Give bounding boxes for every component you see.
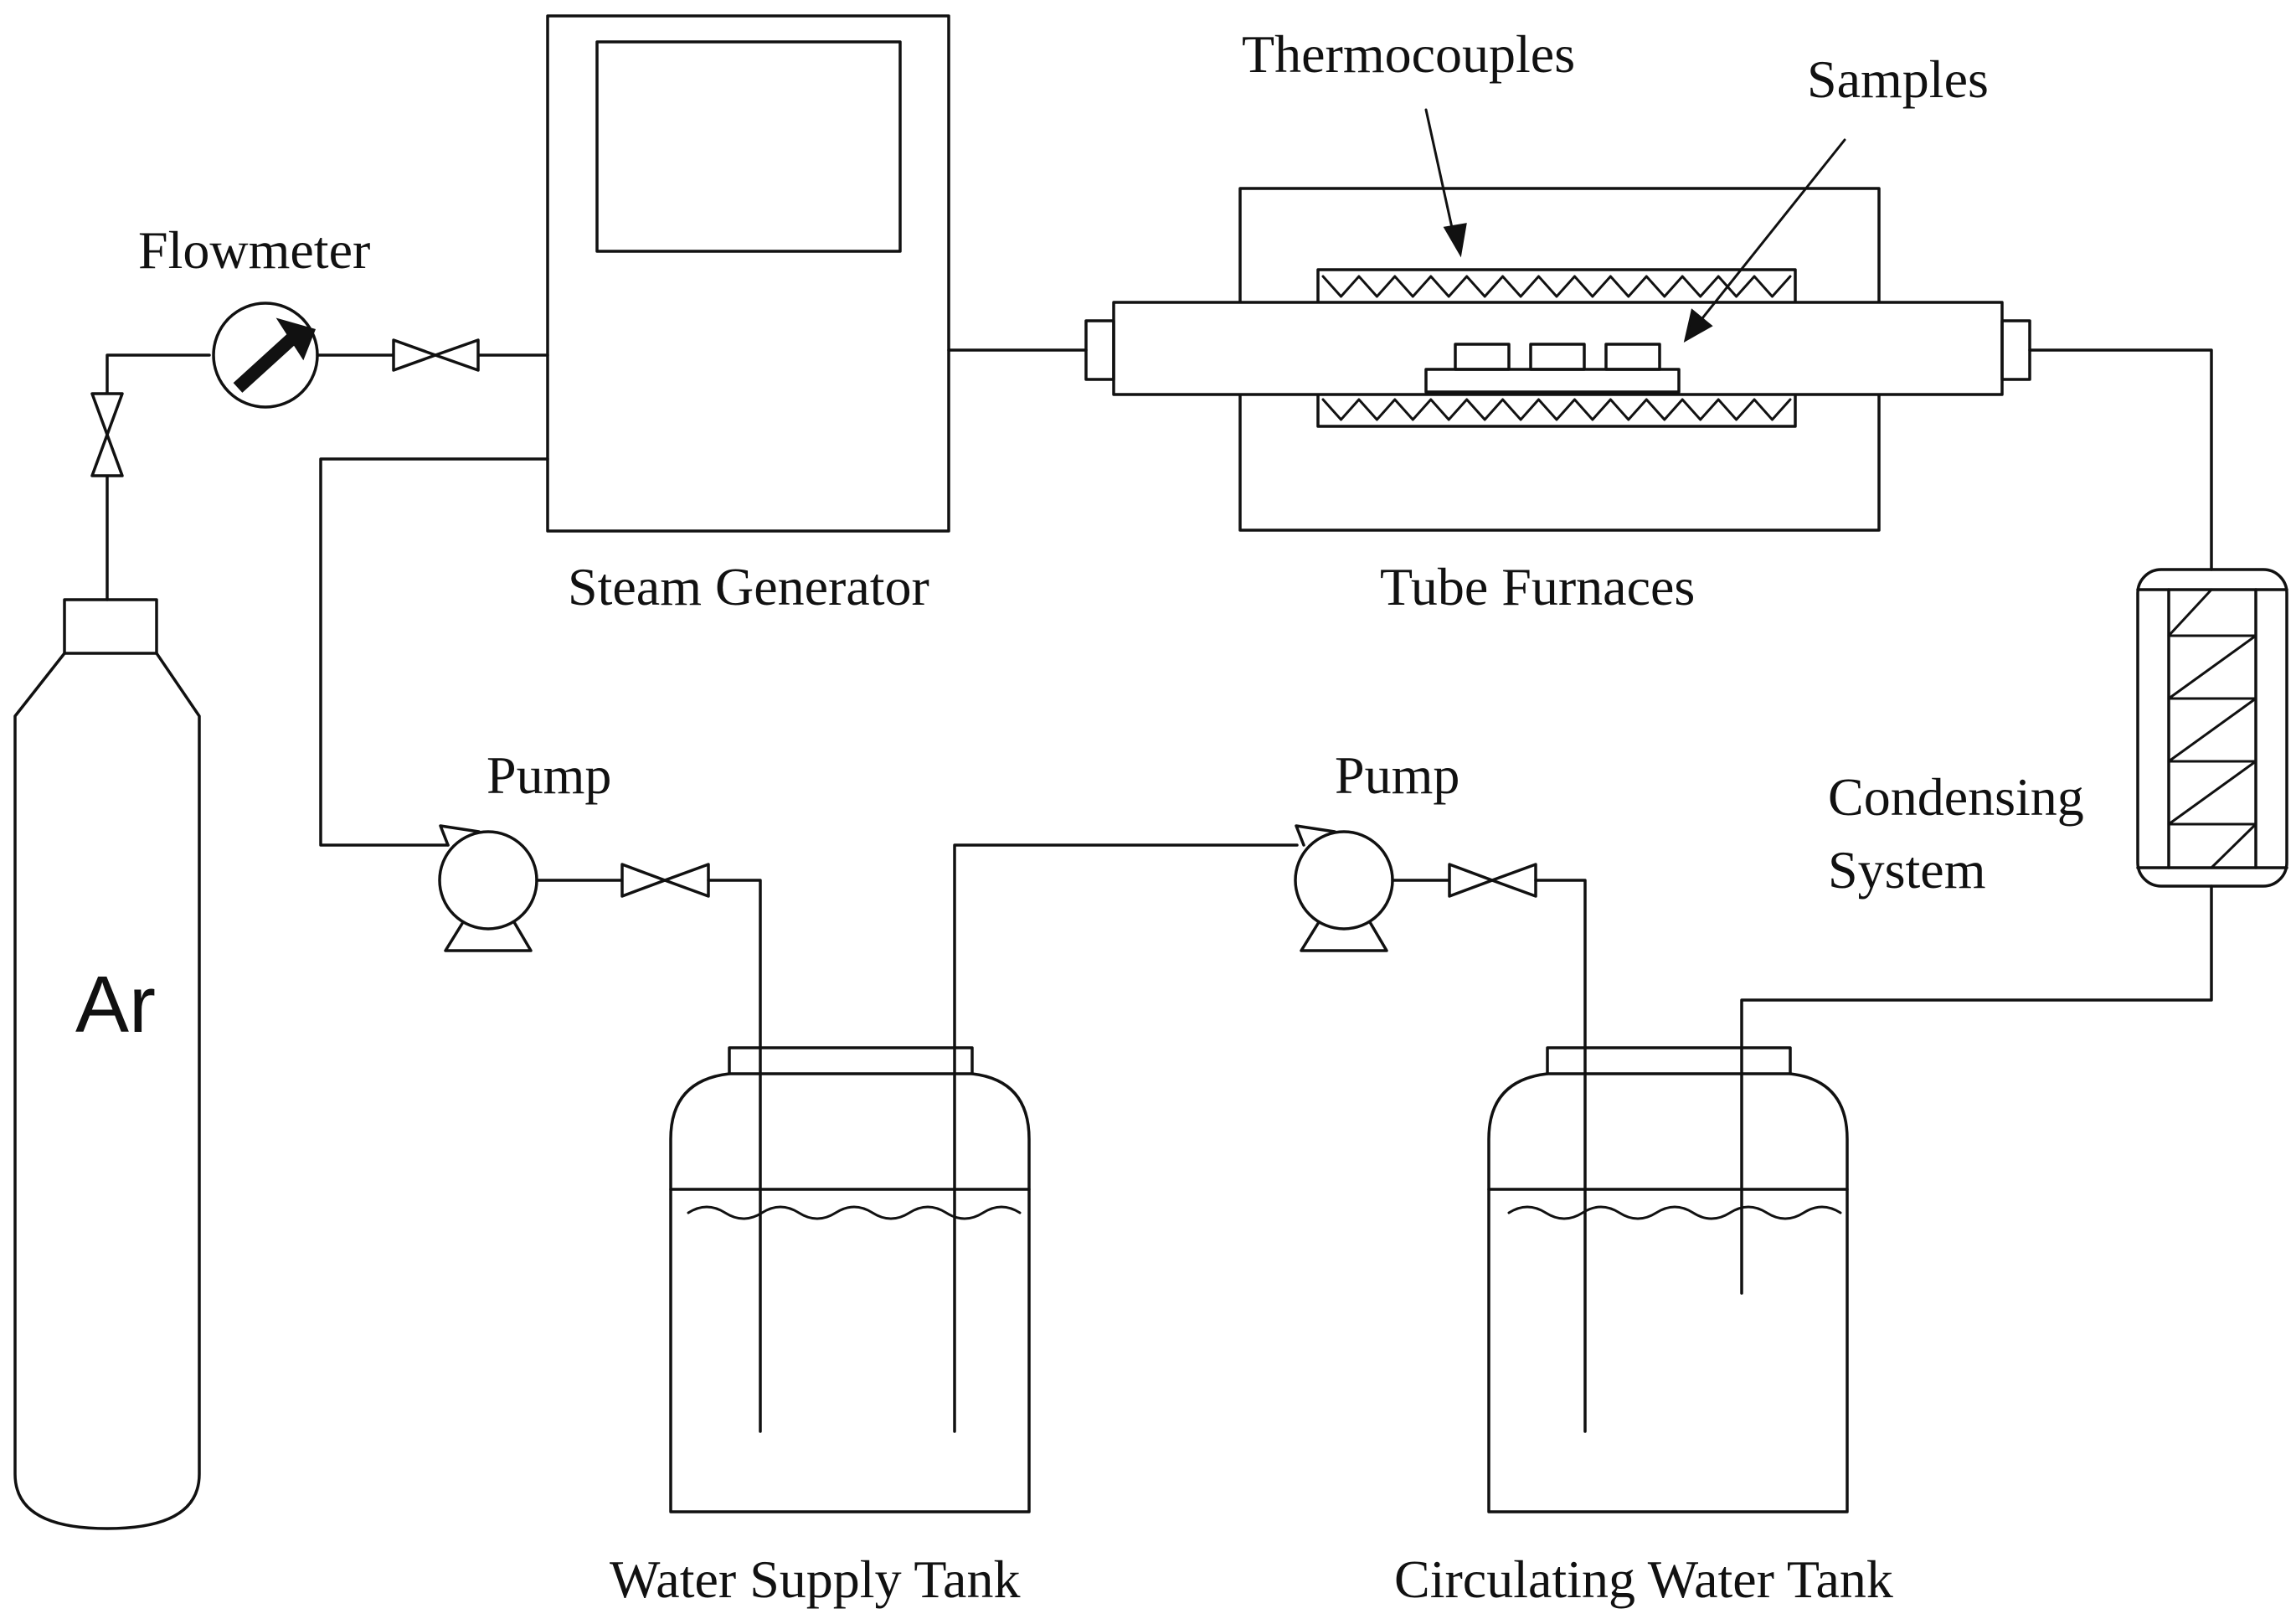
pump-left-label: Pump: [486, 745, 611, 805]
water-supply-tank: Water Supply Tank: [610, 1046, 1031, 1609]
heater-zigzag: [1321, 275, 1792, 421]
samples-callout: Samples: [1683, 49, 1989, 343]
pump-right-valve: [1448, 863, 1537, 898]
exhaust-line: [2028, 348, 2213, 571]
pump-left-valve: [620, 863, 710, 898]
flowmeter-label: Flowmeter: [138, 220, 370, 280]
thermocouples-callout: Thermocouples: [1242, 24, 1575, 258]
gas-feed-valve: [392, 338, 480, 372]
circulating-water-tank-label: Circulating Water Tank: [1394, 1549, 1893, 1609]
steam-generator: Steam Generator: [546, 14, 950, 616]
pump-right: Pump: [1294, 745, 1459, 952]
circulating-water-tank: Circulating Water Tank: [1394, 1046, 1893, 1609]
flowmeter: Flowmeter: [138, 220, 370, 409]
cylinder-label: Ar: [75, 960, 156, 1049]
tube-furnaces-label: Tube Furnaces: [1380, 557, 1695, 616]
cylinder-valve: [90, 392, 124, 477]
tube-furnace: Tube Furnaces: [1084, 187, 2031, 616]
condensing-label-line1: Condensing: [1828, 767, 2084, 827]
argon-cylinder: Ar: [13, 598, 201, 1530]
condensate-return-line: [1740, 884, 2213, 1295]
samples-label: Samples: [1807, 49, 1989, 109]
circulating-dip-tube: [1534, 879, 1587, 1433]
cylinder-outlet-line: [106, 353, 211, 601]
thermocouples-label: Thermocouples: [1242, 24, 1575, 84]
steam-feed-water-line: [319, 457, 549, 847]
water-supply-tank-label: Water Supply Tank: [610, 1549, 1020, 1609]
steam-generator-label: Steam Generator: [568, 557, 929, 616]
pump-right-label: Pump: [1335, 745, 1459, 805]
water-supply-dip-tube-left: [707, 879, 762, 1433]
condensing-system: Condensing System: [1828, 568, 2288, 900]
pump-left: Pump: [438, 745, 611, 952]
condensing-label-line2: System: [1828, 840, 1985, 900]
water-supply-dip-tube-right: [953, 843, 1299, 1433]
